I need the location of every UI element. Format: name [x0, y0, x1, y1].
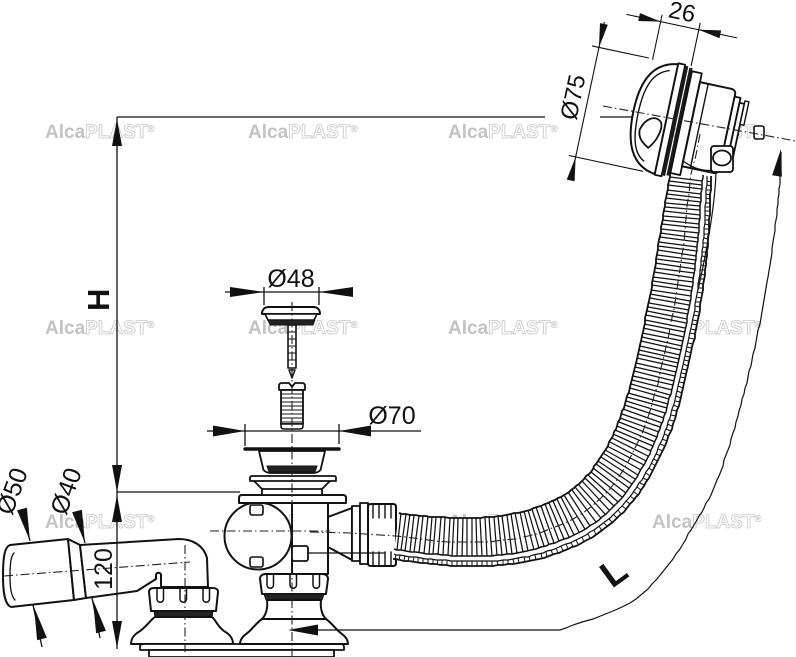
svg-text:AlcaPLAST®: AlcaPLAST® [248, 122, 358, 143]
svg-text:AlcaPLAST®: AlcaPLAST® [45, 122, 155, 143]
svg-text:AlcaPLAST®: AlcaPLAST® [45, 318, 155, 339]
svg-text:26: 26 [666, 0, 698, 28]
svg-text:Ø70: Ø70 [368, 402, 415, 430]
svg-text:AlcaPLAST®: AlcaPLAST® [652, 512, 762, 533]
svg-text:AlcaPLAST®: AlcaPLAST® [45, 512, 155, 533]
svg-text:AlcaPLAST®: AlcaPLAST® [448, 122, 558, 143]
svg-text:AlcaPLAST®: AlcaPLAST® [248, 318, 358, 339]
svg-text:Ø48: Ø48 [267, 265, 314, 293]
svg-text:H: H [81, 289, 116, 311]
svg-text:AlcaPLAST®: AlcaPLAST® [448, 318, 558, 339]
